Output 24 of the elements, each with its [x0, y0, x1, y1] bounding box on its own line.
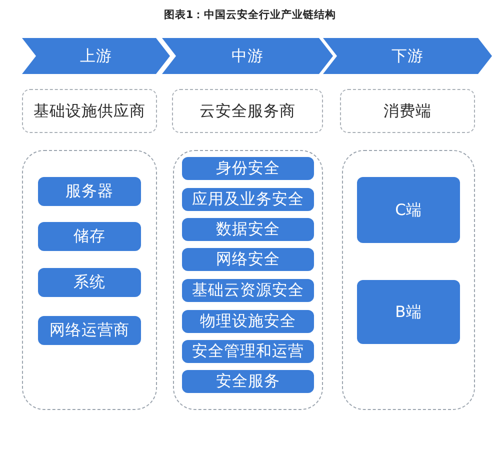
segment-tag: C端	[357, 177, 460, 243]
group-panel	[173, 150, 323, 410]
segment-tag: 安全管理和运营	[182, 340, 314, 363]
segment-tag: 基础云资源安全	[182, 279, 314, 302]
stage-banner: 上游	[22, 38, 170, 74]
group-panel	[22, 150, 157, 410]
segment-tag: 储存	[38, 222, 141, 251]
segment-tag: 数据安全	[182, 218, 314, 241]
segment-tag: 网络运营商	[38, 316, 141, 345]
segment-tag: 应用及业务安全	[182, 188, 314, 211]
segment-tag: 物理设施安全	[182, 310, 314, 333]
stage-banner: 中游	[162, 38, 333, 74]
segment-tag: B端	[357, 280, 460, 344]
segment-tag: 网络安全	[182, 248, 314, 271]
segment-tag: 服务器	[38, 177, 141, 206]
category-header: 基础设施供应商	[22, 89, 157, 133]
segment-tag: 身份安全	[182, 157, 314, 180]
segment-tag: 系统	[38, 268, 141, 297]
group-panel	[342, 150, 475, 410]
stage-banner: 下游	[323, 38, 492, 74]
segment-tag: 安全服务	[182, 370, 314, 393]
category-header: 云安全服务商	[172, 89, 323, 133]
category-header: 消费端	[340, 89, 475, 133]
chart-title: 图表1：中国云安全行业产业链结构	[162, 8, 338, 22]
